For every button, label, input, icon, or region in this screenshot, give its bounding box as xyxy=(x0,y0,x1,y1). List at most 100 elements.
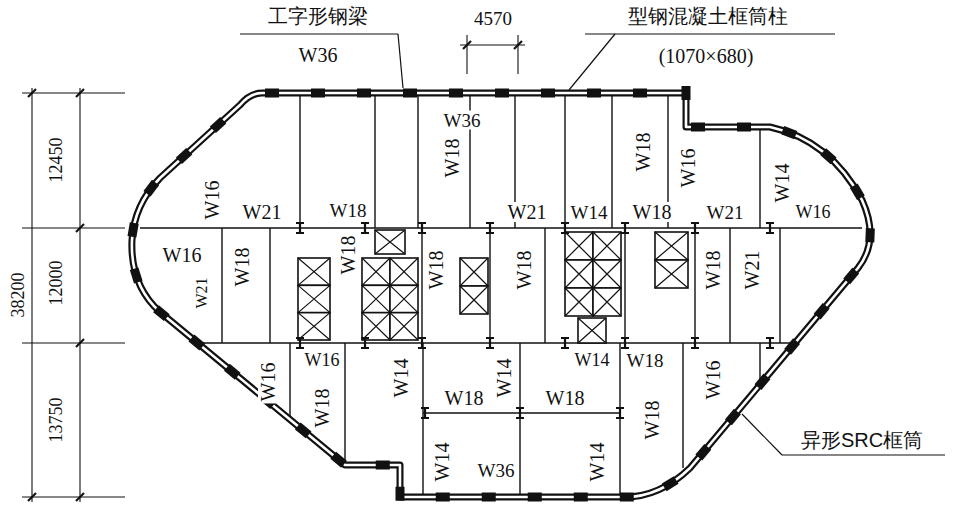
beam-size: W14 xyxy=(432,441,452,484)
src-column xyxy=(210,117,226,133)
elevator-shaft xyxy=(593,288,621,316)
beam-size: W36 xyxy=(476,461,517,480)
extension-line xyxy=(22,92,125,93)
src-column xyxy=(224,364,241,380)
beam-size: W16 xyxy=(161,245,204,265)
beam-line xyxy=(544,228,545,343)
src-column xyxy=(814,303,830,320)
beam-size: W18 xyxy=(544,388,587,408)
src-column xyxy=(436,493,450,502)
src-column xyxy=(176,148,192,164)
src-column xyxy=(620,492,634,501)
beam-line xyxy=(729,228,730,343)
shaft-cross xyxy=(655,260,688,288)
src-column xyxy=(311,89,325,98)
elevator-shaft xyxy=(460,286,488,314)
src-column xyxy=(528,493,542,502)
beam-line xyxy=(421,228,422,343)
beam-line xyxy=(423,412,620,413)
shaft-cross xyxy=(362,258,390,285)
elevator-shaft xyxy=(298,313,330,340)
shaft-box xyxy=(655,232,688,260)
beam-line xyxy=(289,343,290,419)
src-column xyxy=(295,422,312,438)
callout-text: (1070×680) xyxy=(657,46,756,66)
src-column xyxy=(682,86,691,100)
src-column xyxy=(784,338,800,355)
beam-size: W21 xyxy=(241,202,284,222)
shaft-cross xyxy=(390,285,418,312)
beam-size: W14 xyxy=(391,357,411,400)
elevator-shaft xyxy=(390,313,418,340)
shaft-box xyxy=(362,258,390,285)
src-column xyxy=(143,180,159,197)
beam-size: W18 xyxy=(703,249,723,292)
beam-line xyxy=(779,228,780,343)
src-column xyxy=(330,452,347,468)
i-section-column xyxy=(561,223,569,233)
beam-size: W14 xyxy=(494,357,514,400)
leader-line xyxy=(398,34,403,88)
elevator-shaft xyxy=(578,318,606,343)
shaft-cross xyxy=(390,258,418,285)
shaft-cross xyxy=(298,285,330,312)
i-section-column xyxy=(361,223,369,233)
i-section-column xyxy=(766,223,774,233)
src-column xyxy=(781,126,797,139)
shaft-cross xyxy=(578,318,606,343)
src-column xyxy=(587,89,601,98)
beam-line xyxy=(299,95,300,228)
shaft-cross xyxy=(362,285,390,312)
src-column xyxy=(357,89,371,98)
beam-size: W18 xyxy=(631,202,674,222)
beam-line xyxy=(269,228,270,343)
dimension-text: 12000 xyxy=(47,259,65,308)
beam-line xyxy=(564,93,565,228)
beam-size: W16 xyxy=(202,179,222,222)
src-column xyxy=(820,148,836,164)
i-section-column xyxy=(418,338,426,348)
src-column xyxy=(850,183,865,200)
elevator-shaft xyxy=(390,285,418,312)
shaft-box xyxy=(593,232,621,260)
shaft-box xyxy=(298,258,330,285)
shaft-cross xyxy=(655,232,688,260)
callout-text: 异形SRC框筒 xyxy=(799,430,925,450)
extension-line xyxy=(22,342,125,343)
dimension-line xyxy=(31,88,32,502)
beam-size: W36 xyxy=(297,45,340,65)
beam-line xyxy=(200,342,792,343)
shaft-box xyxy=(565,232,593,260)
beam-line xyxy=(619,343,620,497)
elevator-shaft xyxy=(565,288,593,316)
beam-size: W21 xyxy=(742,249,762,292)
elevator-shaft xyxy=(593,260,621,288)
elevator-shaft xyxy=(362,285,390,312)
shaft-box xyxy=(460,258,488,286)
leader-line xyxy=(585,33,835,34)
src-column xyxy=(541,89,555,98)
i-section-column xyxy=(486,223,494,233)
elevator-shaft xyxy=(362,258,390,285)
beam-size: W14 xyxy=(573,351,612,369)
beam-size: W14 xyxy=(772,162,792,205)
elevator-shaft xyxy=(655,232,688,260)
leader-line xyxy=(569,34,615,90)
shaft-cross xyxy=(375,230,405,254)
shaft-cross xyxy=(565,288,593,316)
elevator-shaft xyxy=(362,313,390,340)
beam-size: W16 xyxy=(794,203,833,221)
src-column xyxy=(403,89,417,98)
beam-line xyxy=(221,228,222,343)
beam-size: W16 xyxy=(303,351,342,369)
leader-line xyxy=(742,414,782,455)
extension-line xyxy=(22,227,125,228)
dimension-text: 12450 xyxy=(47,136,65,185)
i-section-column xyxy=(766,338,774,348)
shaft-cross xyxy=(565,260,593,288)
i-section-column xyxy=(621,338,629,348)
beam-line xyxy=(344,343,345,465)
src-column xyxy=(265,89,279,98)
beam-size: W18 xyxy=(312,387,332,430)
